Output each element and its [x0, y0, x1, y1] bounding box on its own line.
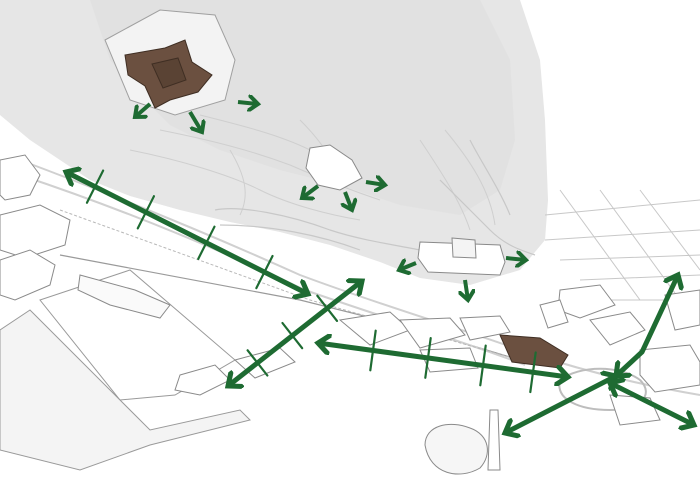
corridor-tick [529, 351, 537, 394]
east-block [589, 311, 646, 346]
arrow-plaza-southwest [505, 376, 616, 433]
corridor-tick [85, 169, 105, 204]
complex-tower [451, 237, 477, 259]
west-block [0, 154, 41, 201]
fortress-courtyard [151, 57, 187, 89]
corridor-tick [246, 349, 269, 377]
west-block [0, 249, 56, 301]
arrow-port-link [228, 281, 362, 386]
corridor-tick [197, 225, 216, 260]
west-block [0, 204, 71, 259]
connection-arrows [66, 102, 694, 433]
central-block [399, 317, 466, 349]
corridor-tick [316, 294, 339, 322]
corridor-tick [136, 195, 156, 230]
corridor-tick [479, 344, 487, 387]
arrow-pavilion-east [365, 182, 385, 185]
east-block [557, 284, 616, 319]
warehouse [174, 364, 231, 396]
arrow-complex-south [465, 279, 468, 300]
arrow-fortress-southwest [135, 102, 152, 117]
corridor-ticks [85, 169, 537, 394]
complex-building [417, 241, 506, 276]
cathedral [424, 423, 488, 475]
corridor-tick [281, 321, 304, 350]
outer-pier [0, 309, 251, 471]
corridor-tick [255, 254, 274, 290]
corridor-tick [424, 337, 432, 379]
arrow-fortress-south [188, 110, 202, 132]
arrow-complex-east [505, 258, 526, 260]
arrow-waterfront-diagonal [66, 172, 308, 294]
arrow-complex-west [399, 263, 417, 270]
east-block [539, 299, 569, 329]
arrow-plaza-east [610, 383, 694, 425]
arrow-fortress-east [237, 102, 258, 104]
east-block [639, 344, 700, 393]
east-block [609, 394, 661, 426]
arrow-plaza-northeast [616, 275, 678, 376]
corridor-tick [369, 329, 377, 372]
clock-tower [487, 409, 501, 471]
arrow-pavilion-south [345, 191, 352, 210]
